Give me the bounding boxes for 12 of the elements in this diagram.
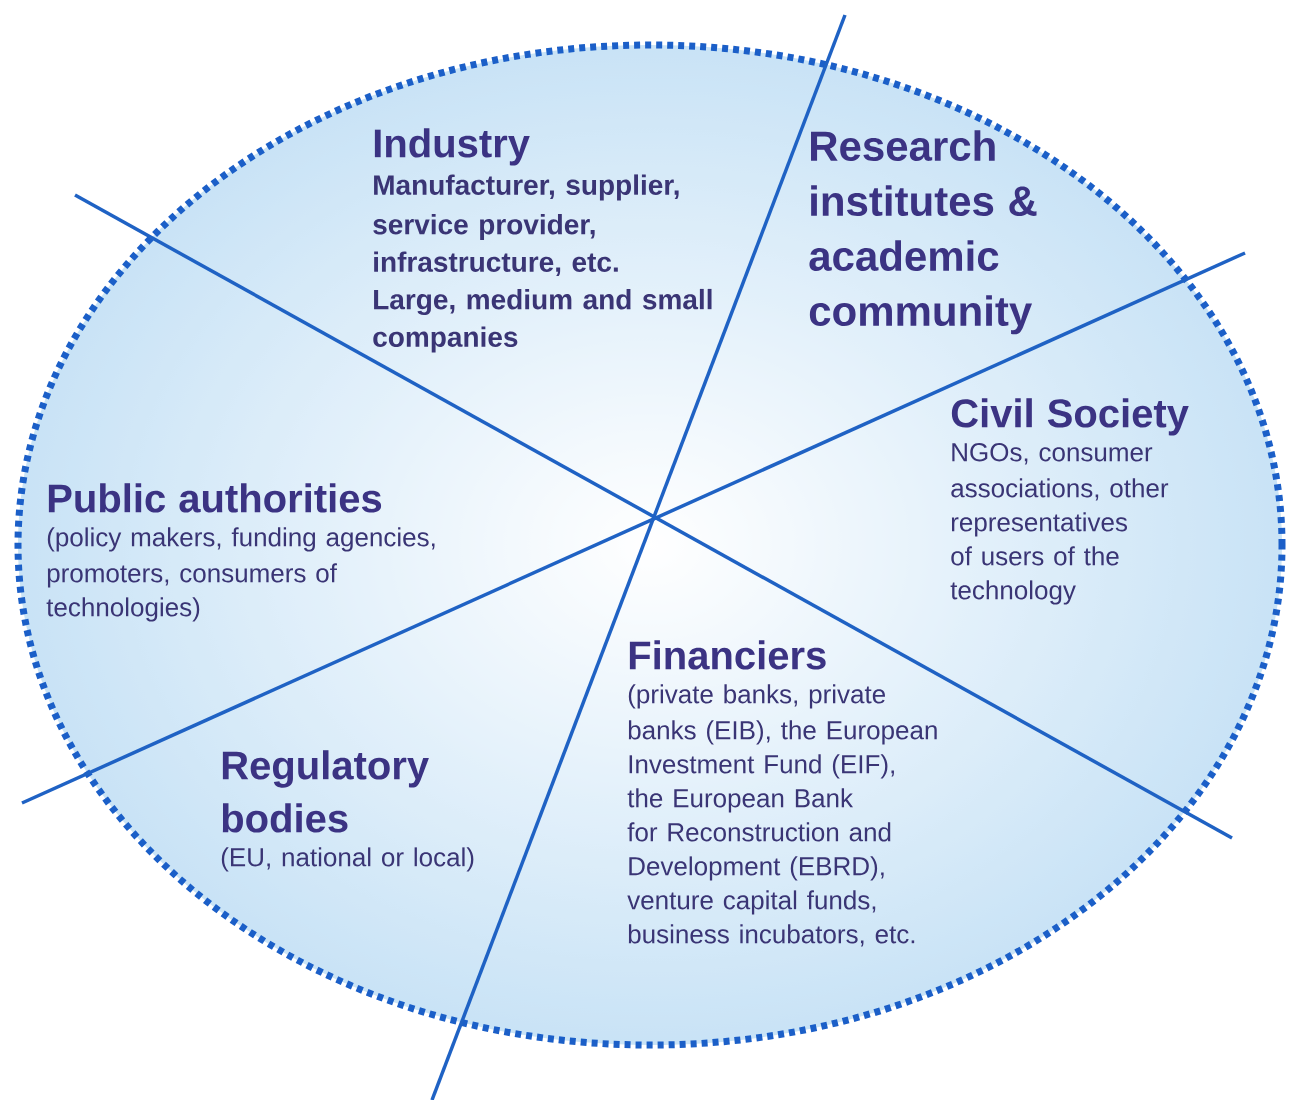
sector-description: (EU, national or local) bbox=[221, 847, 474, 872]
sector-description: NGOs, consumer associations, other representatives of users of the technology bbox=[950, 443, 1169, 605]
sector-heading: Regulatory bodies bbox=[222, 750, 429, 833]
sector-heading: Research institutes & academic community bbox=[809, 130, 1037, 335]
sector-heading: Civil Society bbox=[951, 398, 1189, 436]
sector-heading: Industry bbox=[374, 128, 530, 166]
dotted-ellipse bbox=[14, 41, 1286, 1049]
sector-heading: Public authorities bbox=[48, 483, 382, 513]
sector-heading: Financiers bbox=[629, 640, 826, 670]
sector-description: Manufacturer, supplier, service provider, infrastructure, etc. Large, medium and small companies bbox=[373, 174, 712, 353]
sector-description: (policy makers, funding agencies, promoters, consumers of technologies) bbox=[46, 527, 435, 622]
sector-description: (private banks, private banks (EIB), the European Investment Fund (EIF), the European Bank for Reconstruction and Development (EBRD), venture capital funds, business incubators, etc. bbox=[627, 684, 937, 947]
